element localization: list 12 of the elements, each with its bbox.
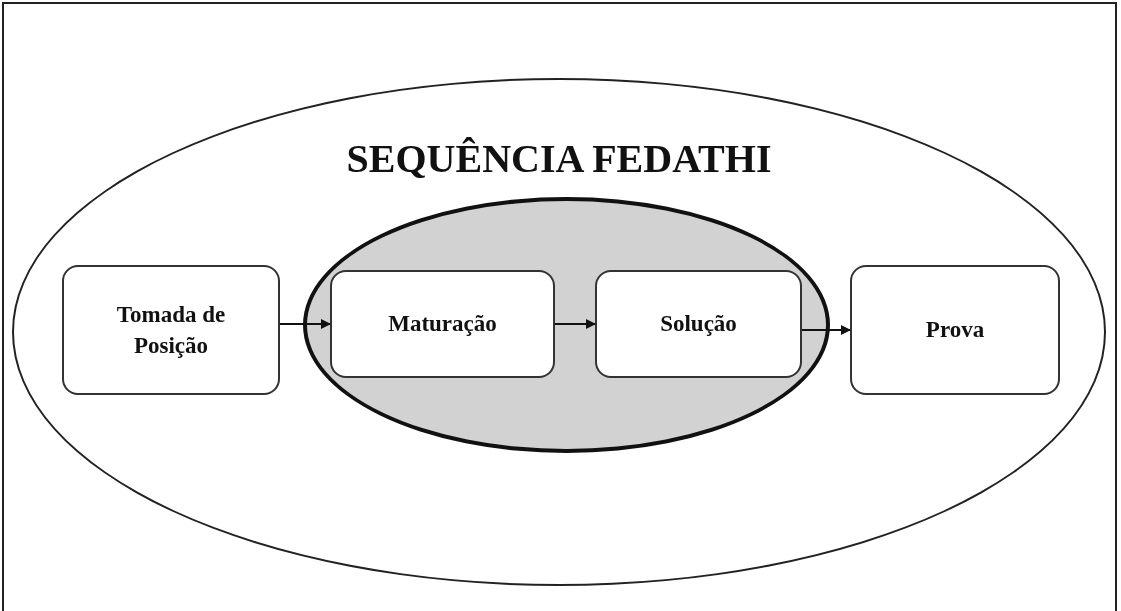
- ellipse-heading: SEQUÊNCIA FEDATHI: [345, 135, 773, 182]
- box-label: Prova: [925, 316, 985, 345]
- process-box: [595, 270, 802, 378]
- process-box: [850, 265, 1060, 395]
- process-box: [330, 270, 555, 378]
- arrow: [801, 325, 851, 335]
- box-label: Maturação: [388, 310, 497, 339]
- arrow: [554, 319, 596, 329]
- arrow: [279, 319, 331, 329]
- box-label: Tomada de Posição: [115, 300, 227, 360]
- box-label: Solução: [660, 310, 737, 339]
- process-box: [62, 265, 280, 395]
